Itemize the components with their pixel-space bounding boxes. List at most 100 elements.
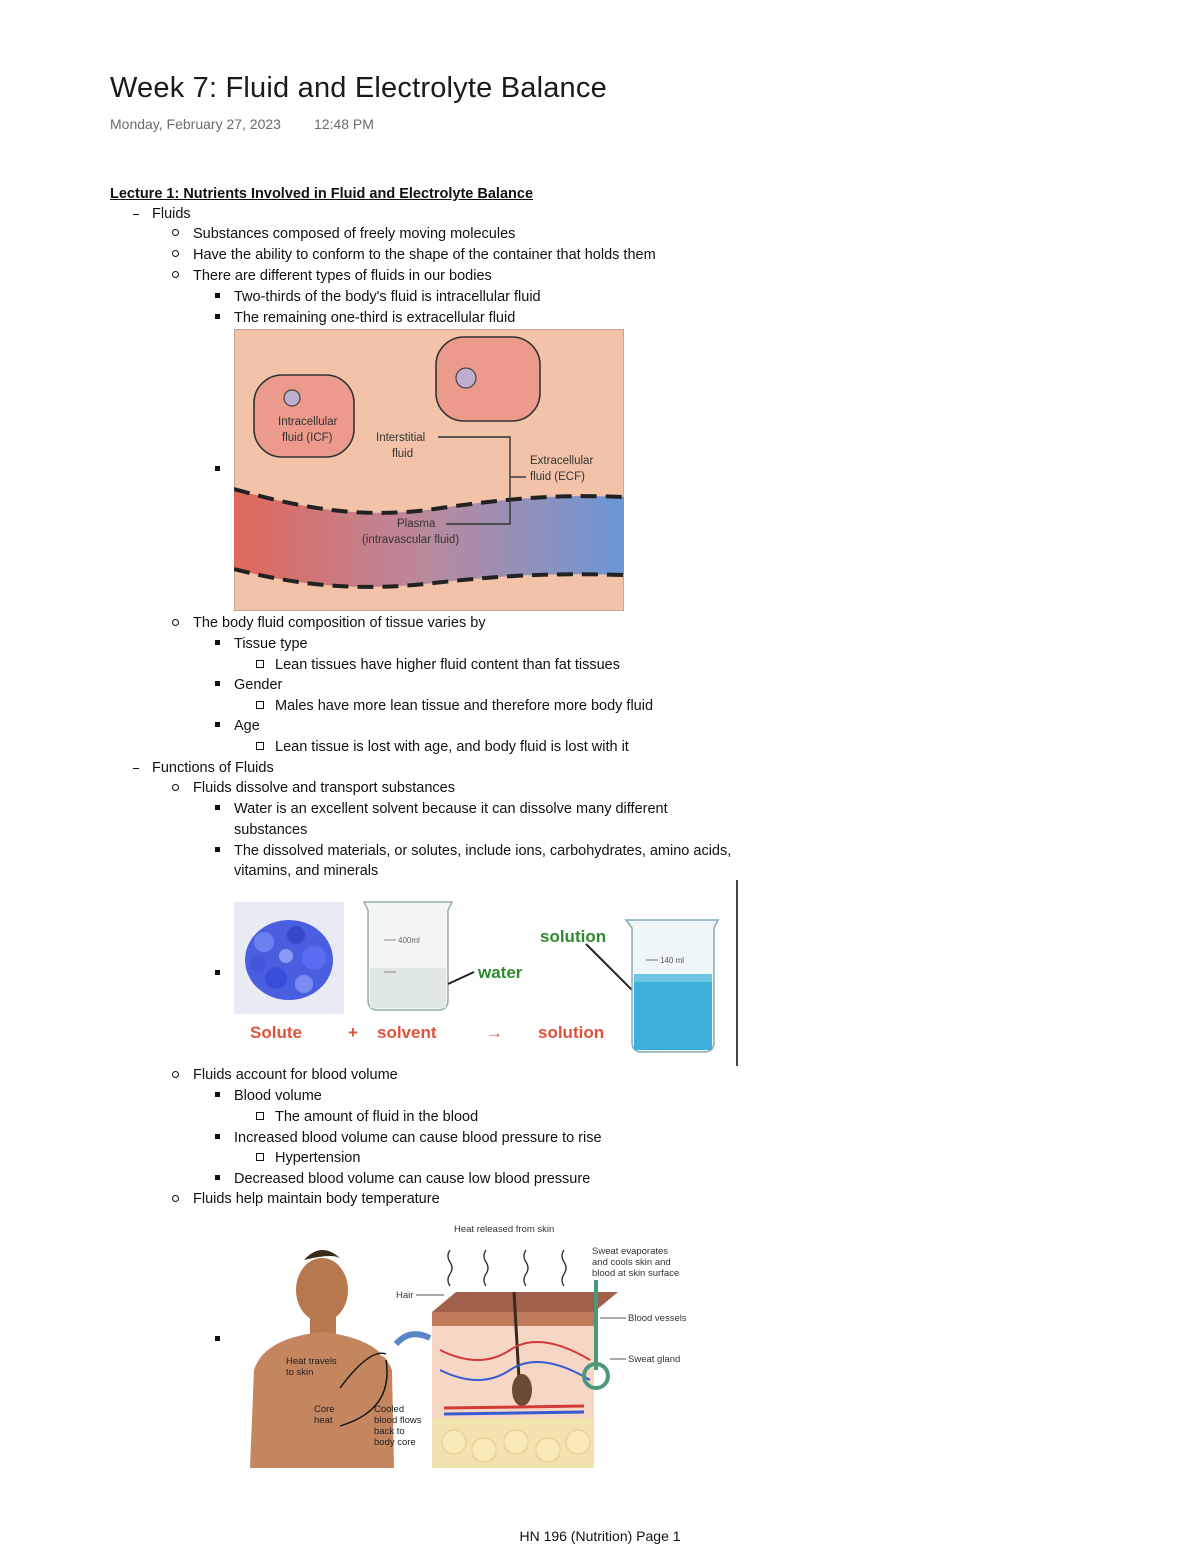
outline-fluids: Fluids [152,206,191,222]
body-temperature-figure: Heat released from skin Heat travels to … [250,1224,687,1468]
heat-released-label: Heat released from skin [454,1224,554,1235]
outline-line: Substances composed of freely moving mol… [193,226,516,242]
hollow-square-bullet [256,1112,264,1120]
beaker-solution: 140 ml [624,919,720,1053]
page-footer: HN 196 (Nutrition) Page 1 [519,1528,681,1544]
circle-bullet [172,271,179,278]
icf-label-1: Intracellular [278,416,338,428]
dash-bullet [133,214,139,216]
square-bullet [215,805,220,810]
water-label: water [477,963,523,982]
solute-label: Solute [250,1023,302,1042]
heat-path-arrow [339,1352,387,1389]
outline-line: Lean tissues have higher fluid content t… [275,657,620,673]
cooled-label-4: body core [374,1437,416,1448]
outline-line: Age [234,718,260,734]
cooled-label-1: Cooled [374,1404,404,1415]
outline-line: Two-thirds of the body's fluid is intrac… [234,289,541,305]
solute-crystals [245,920,333,1000]
beaker1-mark: 400ml [398,936,420,945]
circle-bullet [172,619,179,626]
plasma-label-2: (intravascular fluid) [362,534,459,546]
cell-left [253,374,355,458]
outline-line: Fluids help maintain body temperature [193,1191,440,1207]
outline-line: Tissue type [234,636,308,652]
skin-cross-section [432,1280,618,1468]
sweat-gland-label: Sweat gland [628,1354,680,1365]
hollow-square-bullet [256,1153,264,1161]
beaker2-mark: 140 ml [660,956,684,965]
water-arrow [447,971,475,985]
outline-line: Water is an excellent solvent because it… [234,801,668,817]
square-bullet [215,681,220,686]
outline-functions: Functions of Fluids [152,760,274,776]
blood-vessels-label: Blood vessels [628,1313,687,1324]
hair-label: Hair [396,1290,413,1301]
sweat-label-1: Sweat evaporates [592,1246,668,1257]
outline-line: Fluids account for blood volume [193,1067,398,1083]
outline-line: Have the ability to conform to the shape… [193,247,656,263]
square-bullet [215,1092,220,1097]
nucleus-icon [283,389,301,407]
outline-line: Gender [234,677,283,693]
outline-line: The body fluid composition of tissue var… [193,615,486,631]
heat-travels-label-2: to skin [286,1367,313,1378]
square-bullet [215,640,220,645]
cooled-label-2: blood flows [374,1415,422,1426]
outline-line: Hypertension [275,1150,361,1166]
zoom-arrow [393,1331,432,1347]
cooled-label-3: back to [374,1426,405,1437]
square-bullet [215,847,220,852]
square-bullet [215,722,220,727]
page-title: Week 7: Fluid and Electrolyte Balance [110,72,607,104]
circle-bullet [172,250,179,257]
outline-line: Blood volume [234,1088,322,1104]
icf-label-2: fluid (ICF) [282,432,333,444]
ecf-label-1: Extracellular [530,455,593,467]
circle-bullet [172,1195,179,1202]
ecf-label-2: fluid (ECF) [530,471,585,483]
square-bullet [215,314,220,319]
beaker-water: 400ml [362,901,454,1011]
outline-line: The amount of fluid in the blood [275,1109,479,1125]
note-date: Monday, February 27, 2023 [110,116,281,132]
outline-line: substances [234,822,308,838]
solution-top-label: solution [540,927,606,946]
square-bullet [215,1134,220,1139]
circle-bullet [172,1071,179,1078]
hollow-square-bullet [256,660,264,668]
outline-line: There are different types of fluids in o… [193,268,492,284]
heat-travels-label-1: Heat travels [286,1356,337,1367]
core-heat-label-2: heat [314,1415,333,1426]
dash-bullet [133,768,139,770]
square-bullet [215,970,220,975]
square-bullet [215,466,220,471]
heat-waves [447,1249,567,1287]
fluid-compartments-figure: Intracellular fluid (ICF) Interstitial f… [234,329,624,611]
circle-bullet [172,784,179,791]
core-heat-label-1: Core [314,1404,335,1415]
outline-line: vitamins, and minerals [234,863,379,879]
square-bullet [215,1336,220,1341]
cell-right [435,336,541,422]
outline-line: Males have more lean tissue and therefor… [275,698,654,714]
circle-bullet [172,229,179,236]
sweat-label-2: and cools skin and [592,1257,671,1268]
square-bullet [215,1175,220,1180]
lecture-heading: Lecture 1: Nutrients Involved in Fluid a… [110,186,534,202]
plasma-vessel [234,489,624,587]
hollow-square-bullet [256,701,264,709]
hollow-square-bullet [256,742,264,750]
interstitial-label-2: fluid [392,448,413,460]
note-time: 12:48 PM [314,116,374,132]
arrow-label: → [486,1023,503,1042]
outline-line: Decreased blood volume can cause low blo… [234,1171,591,1187]
outline-line: The remaining one-third is extracellular… [234,310,516,326]
solvent-label: solvent [377,1023,437,1042]
outline-line: Fluids dissolve and transport substances [193,780,455,796]
cooled-path-arrow [339,1359,388,1427]
nucleus-icon [455,367,477,389]
square-bullet [215,293,220,298]
outline-line: Lean tissue is lost with age, and body f… [275,739,629,755]
sweat-label-3: blood at skin surface [592,1268,679,1279]
